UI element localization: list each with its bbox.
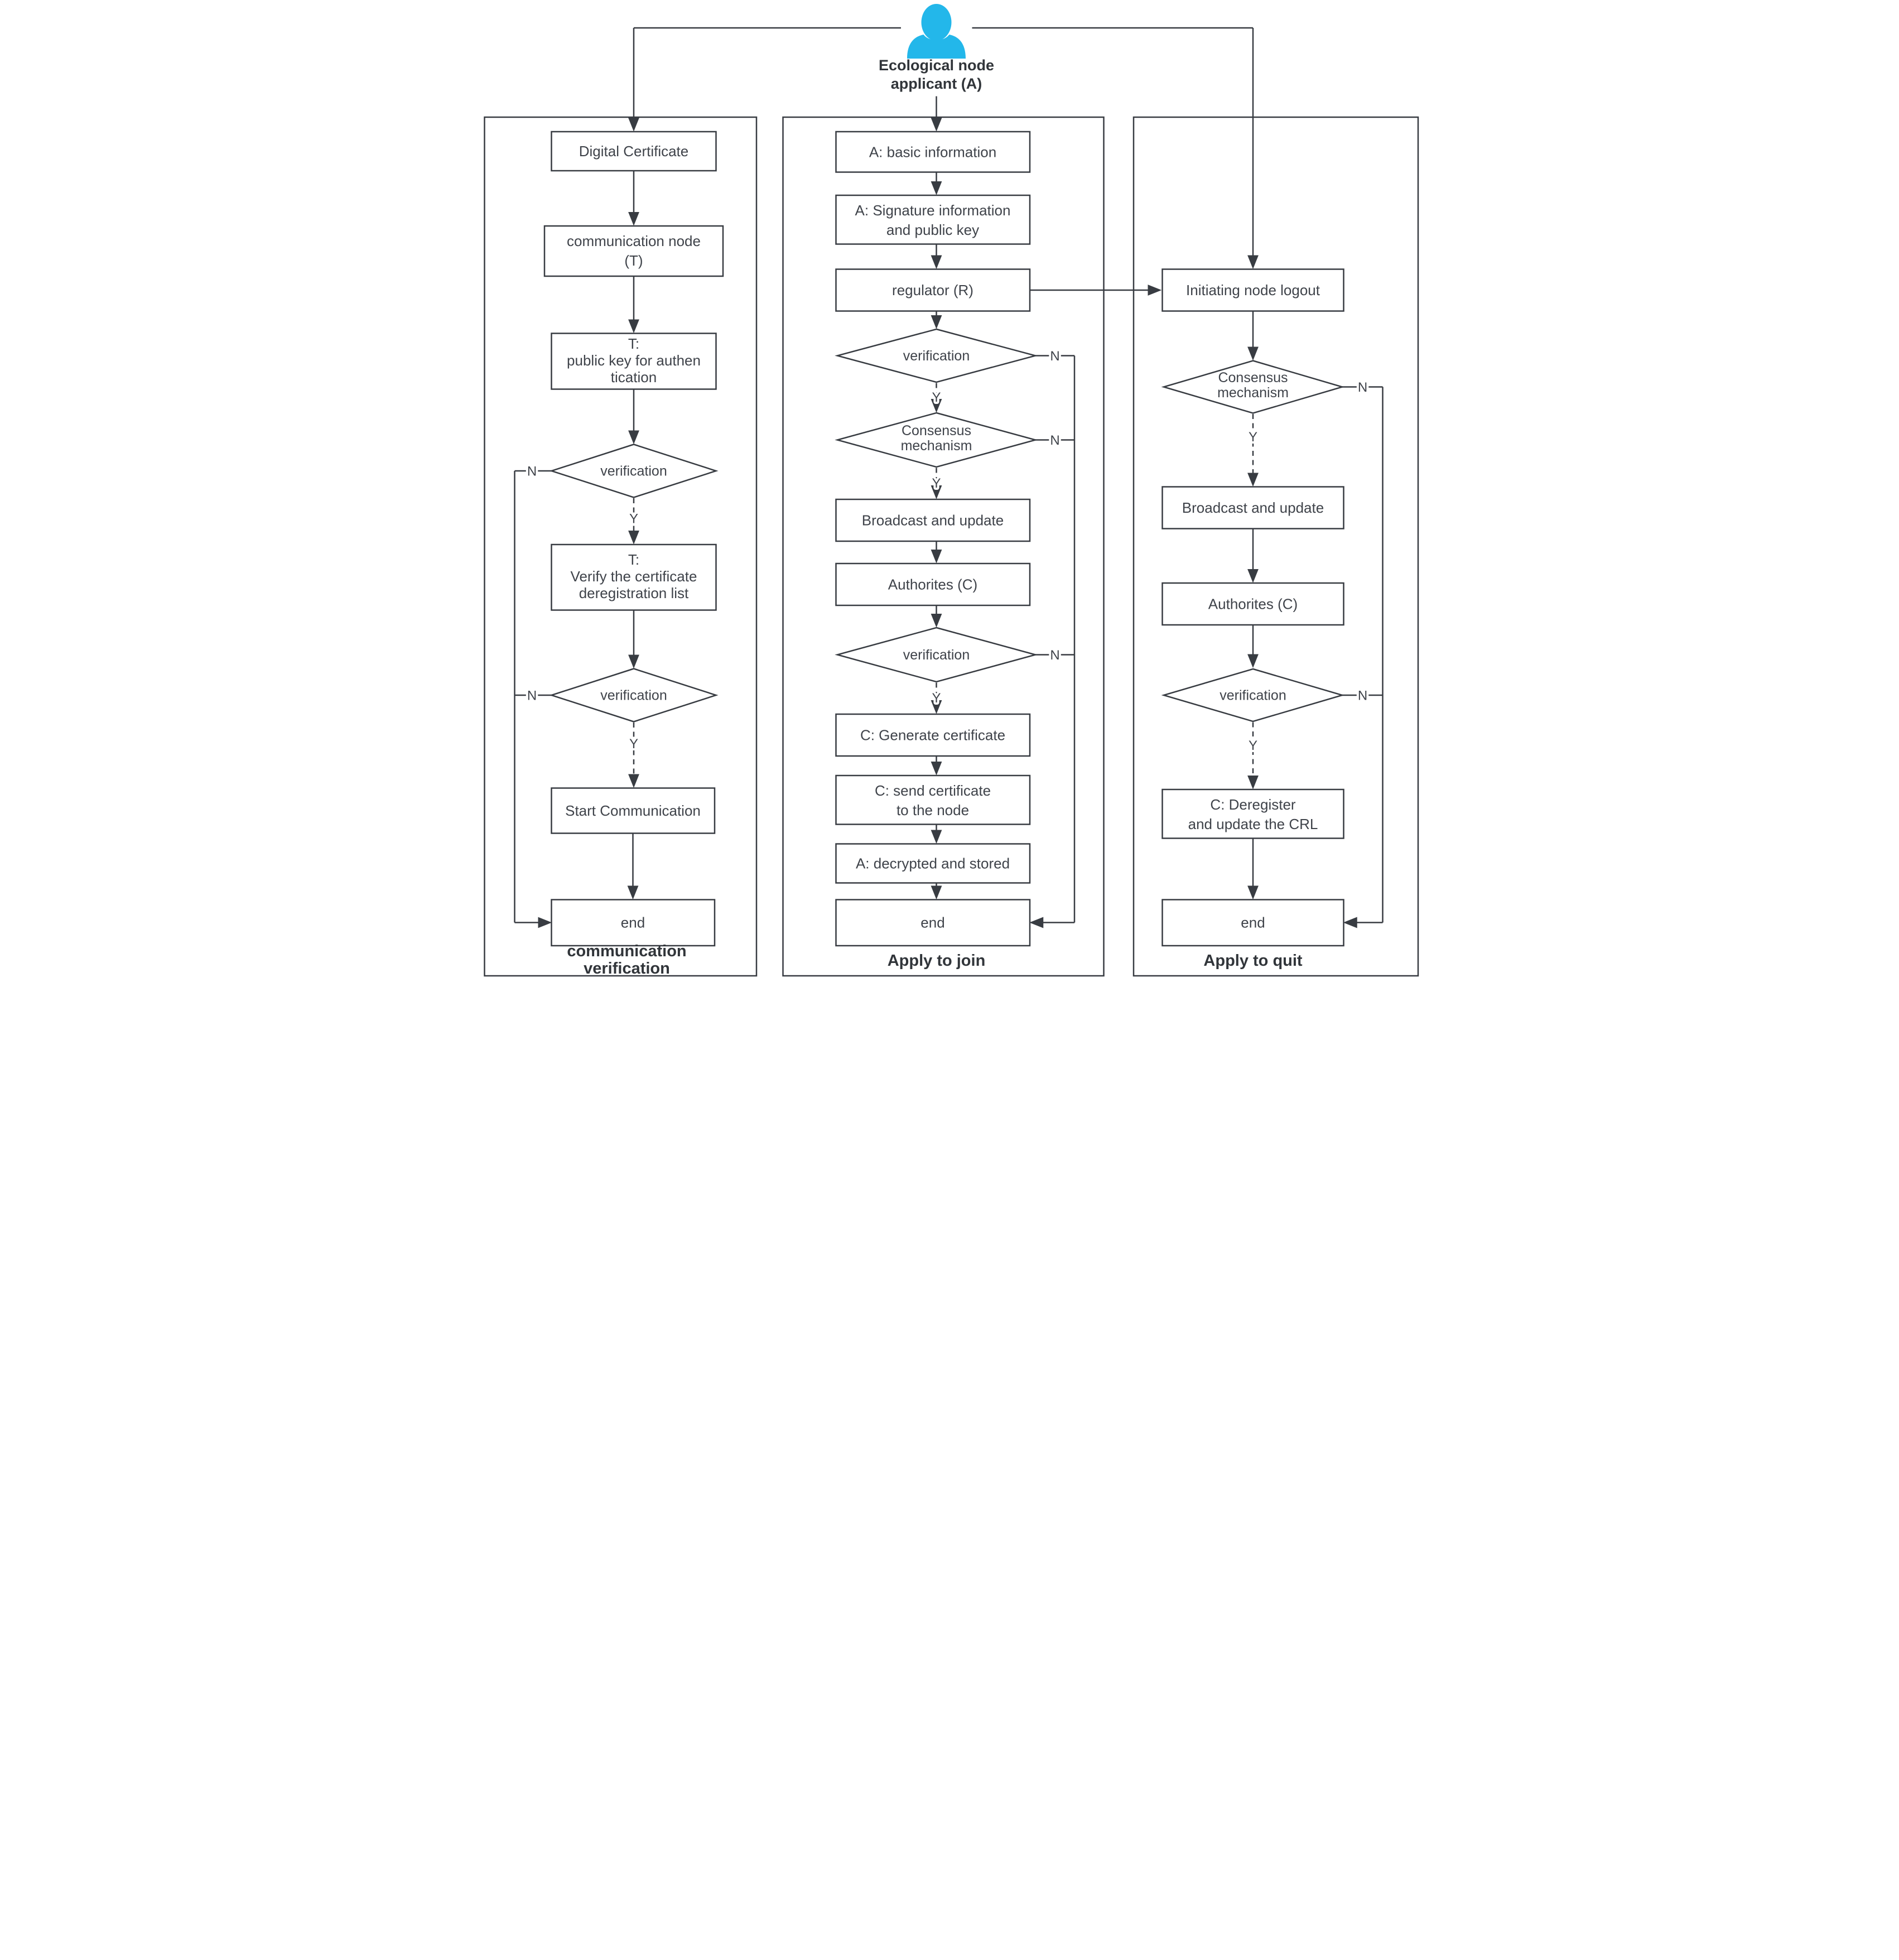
node-communication-node-label1: communication node [567,233,701,249]
branch-label-y: Y [1249,738,1257,753]
flowchart-canvas: Ecological node applicant (A) Digital Ce… [475,0,1424,980]
person-label-line1: Ecological node [879,57,994,74]
decision-left-verification-2-label: verification [600,688,667,704]
node-decrypted-stored [835,843,1031,884]
node-initiating-node-logout-label: Initiating node logout [1186,282,1320,298]
node-deregister-label2: and update the CRL [1188,816,1318,832]
node-generate-certificate-label: C: Generate certificate [860,727,1005,744]
column-communication-verification: Digital Certificate communication node (… [514,131,724,977]
flowchart-page: Ecological node applicant (A) Digital Ce… [475,0,1424,980]
column-apply-to-join: A: basic information A: Signature inform… [835,131,1162,970]
top-connectors [628,27,1259,269]
node-regulator [835,268,1031,312]
node-public-key-label3: tication [611,369,657,386]
column-title-communication-verification-line1: communication [567,942,686,960]
person-label-line2: applicant (A) [891,75,982,92]
branch-label-n: N [527,464,537,479]
node-mid-broadcast-label: Broadcast and update [862,512,1004,529]
node-mid-authorities-label: Authorites (C) [888,576,977,593]
node-generate-certificate [835,713,1031,757]
node-send-certificate [835,774,1031,825]
node-communication-node-label2: (T) [624,252,643,269]
node-left-end-label: end [621,914,645,931]
decision-left-verification-1 [549,444,719,498]
decision-mid-consensus [835,412,1038,468]
branch-label-n: N [1050,433,1059,448]
decision-right-consensus-label1: Consensus [1218,370,1288,386]
node-basic-information [835,131,1031,173]
node-basic-information-label: A: basic information [869,144,996,161]
branch-label-n: N [527,688,537,704]
decision-mid-verification-1 [835,328,1038,383]
decision-mid-consensus-label1: Consensus [902,423,971,439]
branch-label-n: N [1358,688,1367,704]
column-apply-to-quit: Initiating node logout Consensus mechani… [1161,268,1384,970]
node-right-broadcast [1161,486,1344,529]
node-verify-crl-label2: Verify the certificate [571,568,697,585]
branch-label-y: Y [932,390,941,405]
node-right-end-label: end [1241,914,1265,931]
node-signature-information [835,194,1031,245]
node-right-authorities [1161,582,1344,626]
decision-left-verification-1-label: verification [600,464,667,479]
node-mid-broadcast [835,498,1031,542]
node-send-certificate-label1: C: send certificate [875,782,991,799]
node-digital-certificate-label: Digital Certificate [579,143,689,160]
person-icon [921,4,952,41]
branch-label-n: N [1358,380,1367,395]
node-deregister-label1: C: Deregister [1210,796,1295,813]
person-icon-body [907,35,966,59]
node-regulator-label: regulator (R) [892,282,973,298]
node-start-communication [551,787,716,834]
node-mid-end-label: end [920,914,944,931]
node-initiating-node-logout [1161,268,1344,312]
node-verify-crl-label1: T: [628,551,639,568]
column-title-communication-verification-line2: verification [584,960,670,977]
node-public-key-label2: public key for authen [567,352,701,369]
branch-label-n: N [1050,648,1059,663]
container-apply-to-quit [1132,116,1419,977]
branch-label-y: Y [932,476,941,491]
node-start-communication-label: Start Communication [565,802,701,819]
node-send-certificate-label2: to the node [897,802,969,818]
decision-left-verification-2 [549,668,719,723]
decision-right-verification [1161,668,1345,723]
branch-label-y: Y [932,691,941,706]
column-title-apply-to-join: Apply to join [888,952,986,970]
container-apply-to-join [782,116,1105,977]
container-communication-verification [484,116,758,977]
node-signature-information-label1: A: Signature information [855,202,1011,219]
node-verify-crl-label3: deregistration list [579,585,689,601]
node-signature-information-label2: and public key [886,221,979,238]
decision-mid-verification-2 [835,627,1038,683]
node-public-key-label1: T: [628,335,639,352]
node-right-end [1161,899,1344,947]
node-right-authorities-label: Authorites (C) [1208,596,1298,613]
decision-mid-verification-1-label: verification [903,348,970,364]
person-applicant: Ecological node applicant (A) [879,0,994,92]
decision-right-consensus-label2: mechanism [1217,385,1289,401]
branch-label-n: N [1050,349,1059,364]
branch-label-y: Y [629,512,638,527]
column-title-apply-to-quit: Apply to quit [1203,952,1303,970]
node-public-key-authentication [551,333,717,390]
decision-mid-consensus-label2: mechanism [901,438,972,454]
node-decrypted-stored-label: A: decrypted and stored [856,855,1010,872]
branch-label-y: Y [1249,430,1257,445]
decision-mid-verification-2-label: verification [903,647,970,663]
branch-label-y: Y [629,736,638,752]
decision-right-consensus [1161,360,1345,414]
node-mid-authorities [835,562,1031,606]
node-right-broadcast-label: Broadcast and update [1182,499,1324,516]
decision-right-verification-label: verification [1220,688,1286,704]
